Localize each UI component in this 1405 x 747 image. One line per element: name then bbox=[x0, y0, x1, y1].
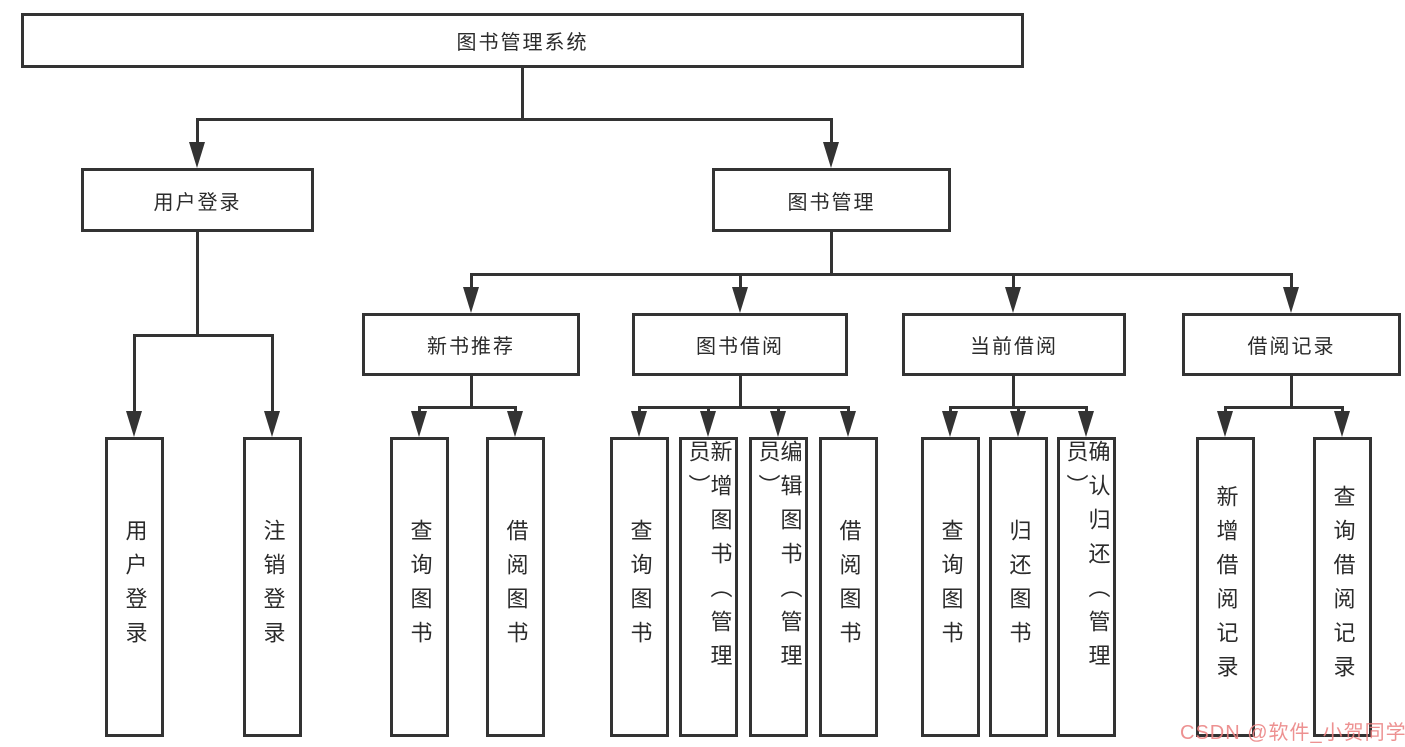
connector-line bbox=[830, 232, 833, 273]
arrow-down-icon bbox=[1005, 287, 1021, 313]
connector-line bbox=[1290, 273, 1293, 287]
csdn-watermark: CSDN @软件_小贺同学 bbox=[1180, 722, 1405, 744]
arrow-down-icon bbox=[823, 142, 839, 168]
arrow-down-icon bbox=[126, 411, 142, 437]
arrow-down-icon bbox=[1283, 287, 1299, 313]
arrow-down-icon bbox=[507, 411, 523, 437]
arrow-down-icon bbox=[700, 411, 716, 437]
connector-line bbox=[196, 118, 833, 121]
connector-line bbox=[739, 376, 742, 406]
connector-line bbox=[1012, 376, 1015, 406]
arrow-down-icon bbox=[732, 287, 748, 313]
connector-line bbox=[1224, 406, 1227, 412]
connector-line bbox=[133, 334, 136, 411]
connector-line bbox=[133, 334, 274, 337]
leaf-user-login: 用户登录 bbox=[105, 437, 164, 737]
connector-line bbox=[418, 406, 517, 409]
leaf-current-return-books: 归还图书 bbox=[989, 437, 1048, 737]
node-book-borrowing: 图书借阅 bbox=[632, 313, 848, 376]
connector-line bbox=[1290, 376, 1293, 406]
leaf-borrowing-edit-books-admin: 编辑图书（管理员） bbox=[749, 437, 808, 737]
connector-line bbox=[777, 406, 780, 412]
leaf-logout: 注销登录 bbox=[243, 437, 302, 737]
arrow-down-icon bbox=[942, 411, 958, 437]
arrow-down-icon bbox=[1078, 411, 1094, 437]
leaf-recommend-borrow-books: 借阅图书 bbox=[486, 437, 545, 737]
node-library-management-system: 图书管理系统 bbox=[21, 13, 1024, 68]
connector-line bbox=[196, 118, 199, 142]
node-current-borrowing: 当前借阅 bbox=[902, 313, 1126, 376]
connector-line bbox=[418, 406, 421, 412]
leaf-current-confirm-return-admin: 确认归还（管理员） bbox=[1057, 437, 1116, 737]
leaf-records-add-record: 新增借阅记录 bbox=[1196, 437, 1255, 737]
arrow-down-icon bbox=[840, 411, 856, 437]
leaf-recommend-query-books: 查询图书 bbox=[390, 437, 449, 737]
connector-line bbox=[521, 68, 524, 118]
connector-line bbox=[1017, 406, 1020, 412]
arrow-down-icon bbox=[1334, 411, 1350, 437]
arrow-down-icon bbox=[770, 411, 786, 437]
connector-line bbox=[1341, 406, 1344, 412]
connector-line bbox=[1224, 406, 1344, 409]
leaf-borrowing-query-books: 查询图书 bbox=[610, 437, 669, 737]
connector-line bbox=[638, 406, 850, 409]
connector-line bbox=[949, 406, 952, 412]
arrow-down-icon bbox=[463, 287, 479, 313]
arrow-down-icon bbox=[264, 411, 280, 437]
connector-line bbox=[830, 118, 833, 142]
arrow-down-icon bbox=[1217, 411, 1233, 437]
connector-line bbox=[707, 406, 710, 412]
node-new-book-recommend: 新书推荐 bbox=[362, 313, 580, 376]
connector-line bbox=[847, 406, 850, 412]
arrow-down-icon bbox=[631, 411, 647, 437]
node-user-login: 用户登录 bbox=[81, 168, 314, 232]
connector-line bbox=[470, 273, 1292, 276]
arrow-down-icon bbox=[189, 142, 205, 168]
connector-line bbox=[196, 232, 199, 334]
connector-line bbox=[638, 406, 641, 412]
connector-line bbox=[739, 273, 742, 287]
node-borrow-records: 借阅记录 bbox=[1182, 313, 1401, 376]
node-book-management: 图书管理 bbox=[712, 168, 951, 232]
connector-line bbox=[470, 273, 473, 287]
arrow-down-icon bbox=[1010, 411, 1026, 437]
leaf-borrowing-add-books-admin: 新增图书（管理员） bbox=[679, 437, 738, 737]
leaf-borrowing-borrow-books: 借阅图书 bbox=[819, 437, 878, 737]
connector-line bbox=[470, 376, 473, 406]
leaf-records-query-record: 查询借阅记录 bbox=[1313, 437, 1372, 737]
arrow-down-icon bbox=[411, 411, 427, 437]
connector-line bbox=[1012, 273, 1015, 287]
connector-line bbox=[514, 406, 517, 412]
leaf-current-query-books: 查询图书 bbox=[921, 437, 980, 737]
connector-line bbox=[1085, 406, 1088, 412]
connector-line bbox=[271, 334, 274, 411]
